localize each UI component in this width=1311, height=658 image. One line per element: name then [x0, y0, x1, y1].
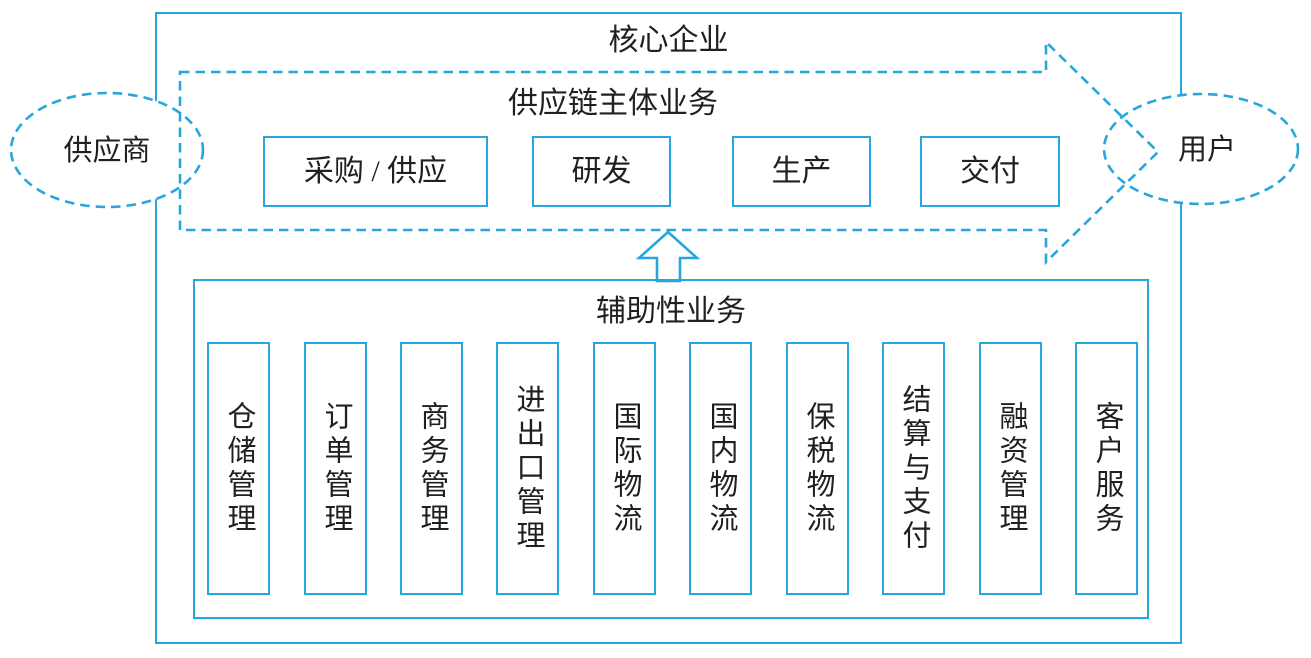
- aux-item-label: 融资管理: [995, 400, 1027, 537]
- user-label: 用户: [1177, 134, 1236, 166]
- core-enterprise-box: [155, 12, 1182, 644]
- aux-item-label: 国际物流: [609, 400, 641, 537]
- aux-item-label: 保税物流: [802, 400, 834, 537]
- core-enterprise-title: 核心企业: [608, 24, 729, 57]
- aux-item-customer-service: 客户服务: [1075, 342, 1138, 595]
- auxiliary-business-title: 辅助性业务: [596, 295, 746, 328]
- aux-item-commerce-management: 商务管理: [400, 342, 463, 595]
- aux-item-label: 结算与支付: [898, 383, 930, 554]
- aux-item-label: 国内物流: [705, 400, 737, 537]
- aux-item-warehouse-management: 仓储管理: [207, 342, 270, 595]
- main-band-title: 供应链主体业务: [508, 87, 718, 120]
- aux-item-international-logistics: 国际物流: [593, 342, 656, 595]
- aux-item-financing-management: 融资管理: [979, 342, 1042, 595]
- aux-item-import-export-management: 进出口管理: [496, 342, 559, 595]
- aux-item-label: 仓储管理: [223, 400, 255, 537]
- aux-item-domestic-logistics: 国内物流: [689, 342, 752, 595]
- aux-item-bonded-logistics: 保税物流: [786, 342, 849, 595]
- aux-item-label: 商务管理: [416, 400, 448, 537]
- aux-item-label: 订单管理: [320, 400, 352, 537]
- aux-item-settlement-payment: 结算与支付: [882, 342, 945, 595]
- aux-item-order-management: 订单管理: [304, 342, 367, 595]
- aux-item-label: 客户服务: [1091, 400, 1123, 537]
- aux-item-label: 进出口管理: [512, 383, 544, 554]
- supplier-label: 供应商: [63, 135, 151, 167]
